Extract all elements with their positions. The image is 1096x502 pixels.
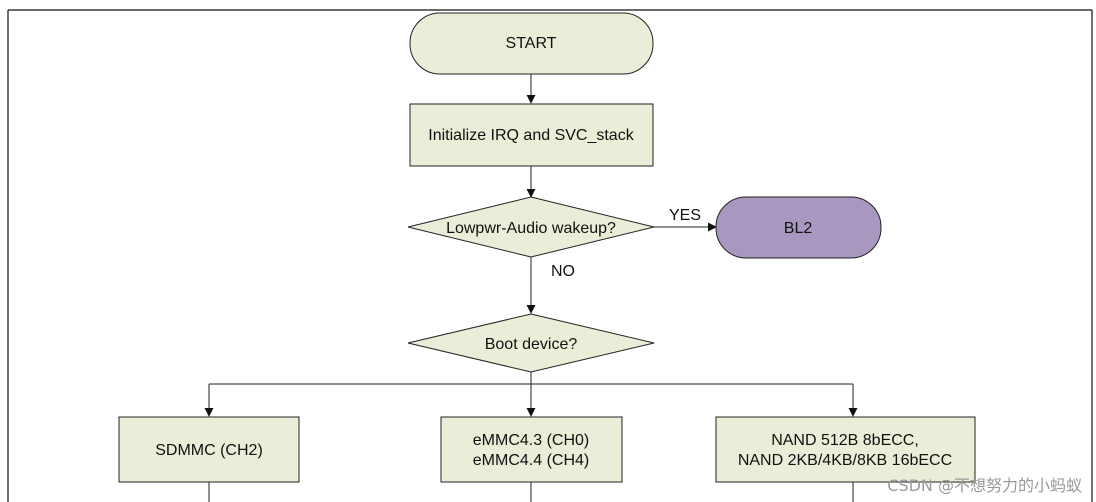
watermark-text: CSDN @不想努力的小蚂蚁: [887, 476, 1082, 495]
lowpwr-label: Lowpwr-Audio wakeup?: [446, 220, 616, 237]
emmc-label-line2: eMMC4.4 (CH4): [473, 452, 589, 469]
continuation-lines: [208, 482, 854, 502]
lowpwr-decision-node: Lowpwr-Audio wakeup?: [407, 196, 655, 258]
emmc-label-line1: eMMC4.3 (CH0): [473, 432, 589, 449]
start-node: START: [409, 12, 654, 75]
start-label: START: [506, 35, 557, 52]
sdmmc-node: SDMMC (CH2): [118, 416, 300, 483]
nand-label-line2: NAND 2KB/4KB/8KB 16bECC: [738, 452, 952, 469]
sdmmc-label: SDMMC (CH2): [155, 442, 263, 459]
bl2-node: BL2: [715, 196, 882, 259]
nand-label-line1: NAND 512B 8bECC,: [771, 432, 919, 449]
boot-device-label: Boot device?: [485, 336, 578, 353]
emmc-node: eMMC4.3 (CH0) eMMC4.4 (CH4): [440, 416, 623, 483]
diagram-frame: [7, 9, 1093, 502]
nand-node: NAND 512B 8bECC, NAND 2KB/4KB/8KB 16bECC: [715, 416, 976, 483]
yes-label: YES: [669, 207, 701, 224]
no-label: NO: [551, 263, 575, 280]
initialize-label: Initialize IRQ and SVC_stack: [428, 127, 634, 144]
boot-branch-connectors: [204, 372, 858, 417]
bl2-label: BL2: [784, 220, 813, 237]
boot-device-decision-node: Boot device?: [407, 313, 655, 373]
initialize-node: Initialize IRQ and SVC_stack: [409, 103, 654, 167]
